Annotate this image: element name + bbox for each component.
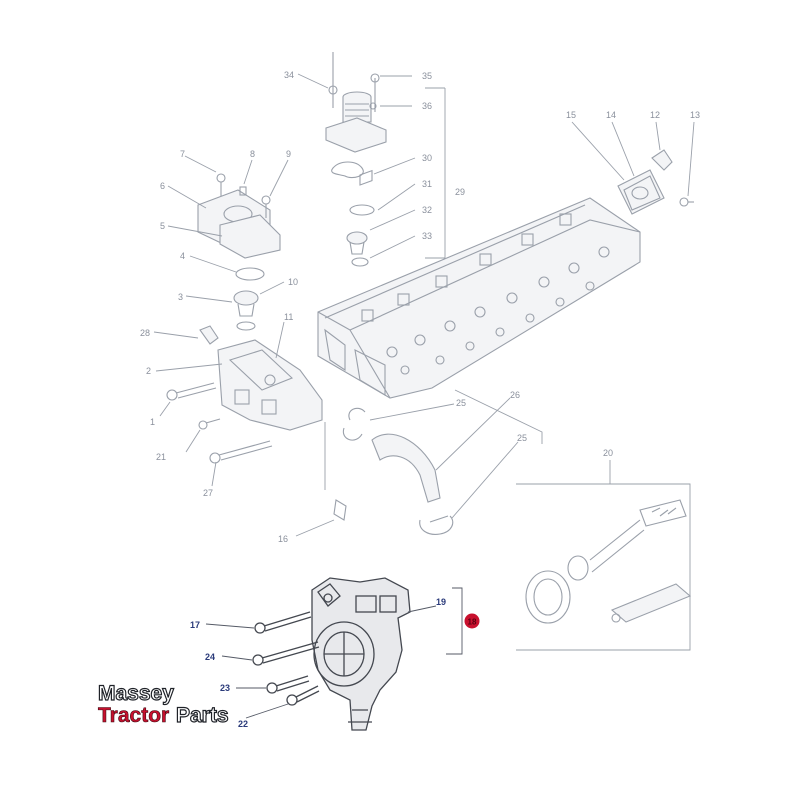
callout-16: 16 xyxy=(278,534,288,544)
callout-34: 34 xyxy=(284,70,294,80)
callout-20: 20 xyxy=(603,448,613,458)
callout-8: 8 xyxy=(250,149,255,159)
callout-2: 2 xyxy=(146,366,151,376)
callout-25-lower: 25 xyxy=(517,433,527,443)
callout-24: 24 xyxy=(205,652,215,662)
cover-plate-group xyxy=(617,149,694,215)
callout-32: 32 xyxy=(422,205,432,215)
callout-28: 28 xyxy=(140,328,150,338)
callout-33: 33 xyxy=(422,231,432,241)
callout-6: 6 xyxy=(160,181,165,191)
callout-35: 35 xyxy=(422,71,432,81)
callout-12: 12 xyxy=(650,110,660,120)
callout-36: 36 xyxy=(422,101,432,111)
callout-9: 9 xyxy=(286,149,291,159)
callout-23: 23 xyxy=(220,683,230,693)
callout-30: 30 xyxy=(422,153,432,163)
callout-1: 1 xyxy=(150,417,155,427)
callout-18: 18 xyxy=(468,618,477,627)
callout-22: 22 xyxy=(238,719,248,729)
callout-21: 21 xyxy=(156,452,166,462)
callout-19: 19 xyxy=(436,597,446,607)
inset-box-kit xyxy=(516,460,692,651)
callout-14: 14 xyxy=(606,110,616,120)
callout-3: 3 xyxy=(178,292,183,302)
callout-11: 11 xyxy=(284,312,293,322)
highlight-marker xyxy=(464,613,480,629)
callout-26: 26 xyxy=(510,390,520,400)
leader-lines xyxy=(153,73,695,719)
hose-group xyxy=(342,389,543,535)
massey-tractor-parts-watermark: Massey Tractor Parts xyxy=(97,681,229,727)
callout-4: 4 xyxy=(180,251,185,261)
callout-27: 27 xyxy=(203,488,213,498)
callout-13: 13 xyxy=(690,110,700,120)
callout-7: 7 xyxy=(180,149,185,159)
thermostat-housing-top xyxy=(325,52,446,267)
watermark-parts: Parts xyxy=(176,704,229,727)
callout-25-upper: 25 xyxy=(456,398,466,408)
watermark-tractor: Tractor xyxy=(98,704,169,727)
water-pump xyxy=(311,577,411,731)
watermark-line1: Massey xyxy=(98,682,174,705)
callout-17: 17 xyxy=(190,620,200,630)
pump-bolts xyxy=(252,611,320,706)
callout-29: 29 xyxy=(455,187,465,197)
callout-labels: 1 2 3 4 5 6 7 8 9 10 11 12 13 14 15 16 1… xyxy=(140,70,700,729)
callout-15: 15 xyxy=(566,110,576,120)
callout-10: 10 xyxy=(288,277,298,287)
cylinder-head xyxy=(317,169,641,399)
callout-5: 5 xyxy=(160,221,165,231)
callout-31: 31 xyxy=(422,179,432,189)
left-housing-group xyxy=(166,173,347,521)
